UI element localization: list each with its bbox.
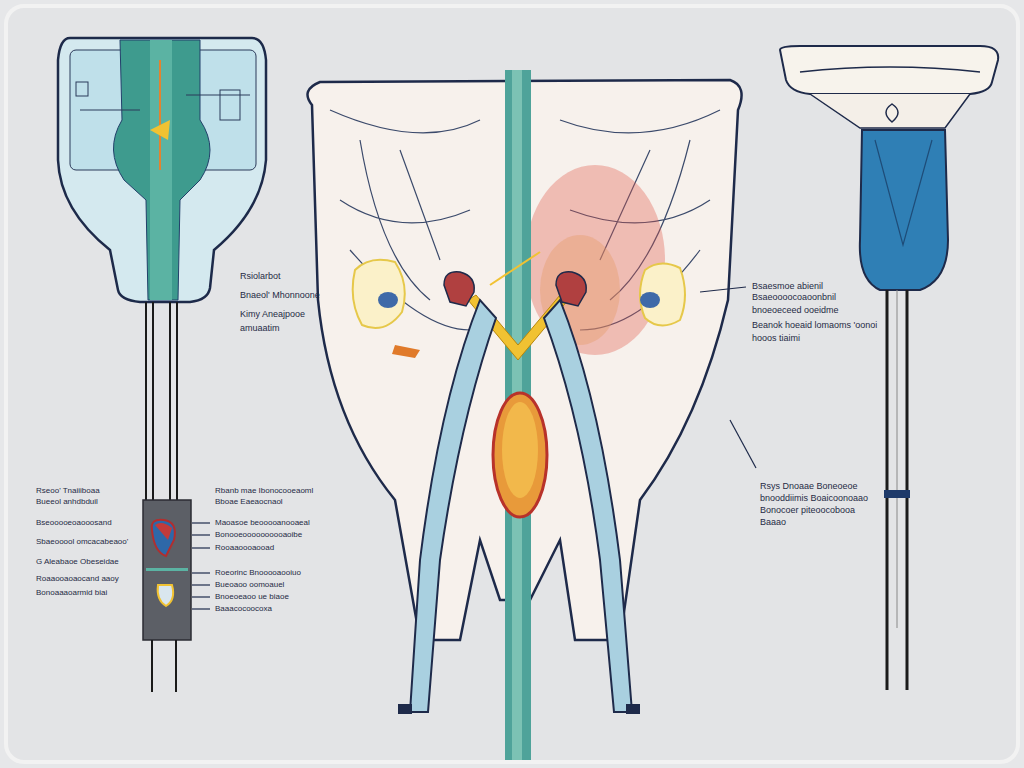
label-text: Bsaesmoe abienil xyxy=(752,281,823,292)
label-text: Baaacocoocoxa xyxy=(215,604,272,614)
label-text: amuaatim xyxy=(240,323,280,334)
label-text: Baaao xyxy=(760,517,786,528)
label-text: Roeorinc Bnooooaooiuo xyxy=(215,568,301,578)
label-text: Kimy Aneajpooe xyxy=(240,309,305,320)
right-probe xyxy=(780,46,998,690)
label-text: Rsiolarbot xyxy=(240,271,281,282)
label-text: Rbanb mae Ibonocooeaoml xyxy=(215,486,313,496)
label-text: Rooaaoooaooad xyxy=(215,543,274,553)
label-text: Bonocoer piteoocobooa xyxy=(760,505,855,516)
label-text: Maoasoe beooooanooaeal xyxy=(215,518,310,528)
label-text: G Aleabaoe Obeseidae xyxy=(36,557,119,567)
label-text: Bueeol anhdbduil xyxy=(36,497,98,507)
label-text: Roaaooaoaocand aaoy xyxy=(36,574,119,584)
pelvis-figure xyxy=(308,70,742,760)
label-text: Sbaeooool omcacabeaoo' xyxy=(36,537,128,547)
label-text: Rsys Dnoaae Boneoeoe xyxy=(760,481,858,492)
label-text: Rseoo' Tnaiiiboaa xyxy=(36,486,100,496)
label-text: Bboae Eaeaocnaol xyxy=(215,497,283,507)
label-text: Beanok hoeaid lomaoms 'oonoi xyxy=(752,320,877,331)
label-text: bnooddiimis Boaicoonoaao xyxy=(760,493,868,504)
label-text: Bonoaaaoarmid biai xyxy=(36,588,107,598)
leader-lines xyxy=(192,287,756,609)
panel xyxy=(6,6,1018,762)
label-text: Bonooeoooooooooaoibe xyxy=(215,530,302,540)
label-text: bnoeoeceed ooeidme xyxy=(752,305,839,316)
label-text: Bseooooeoaooosand xyxy=(36,518,112,528)
label-text: Bueoaoo oomoauel xyxy=(215,580,284,590)
label-text: hooos tiaimi xyxy=(752,333,800,344)
label-text: Bsaeoooocoaoonbnil xyxy=(752,292,836,303)
label-text: Bnoeoeaoo ue biaoe xyxy=(215,592,289,602)
label-text: Bnaeol' Mhonnoone xyxy=(240,290,320,301)
